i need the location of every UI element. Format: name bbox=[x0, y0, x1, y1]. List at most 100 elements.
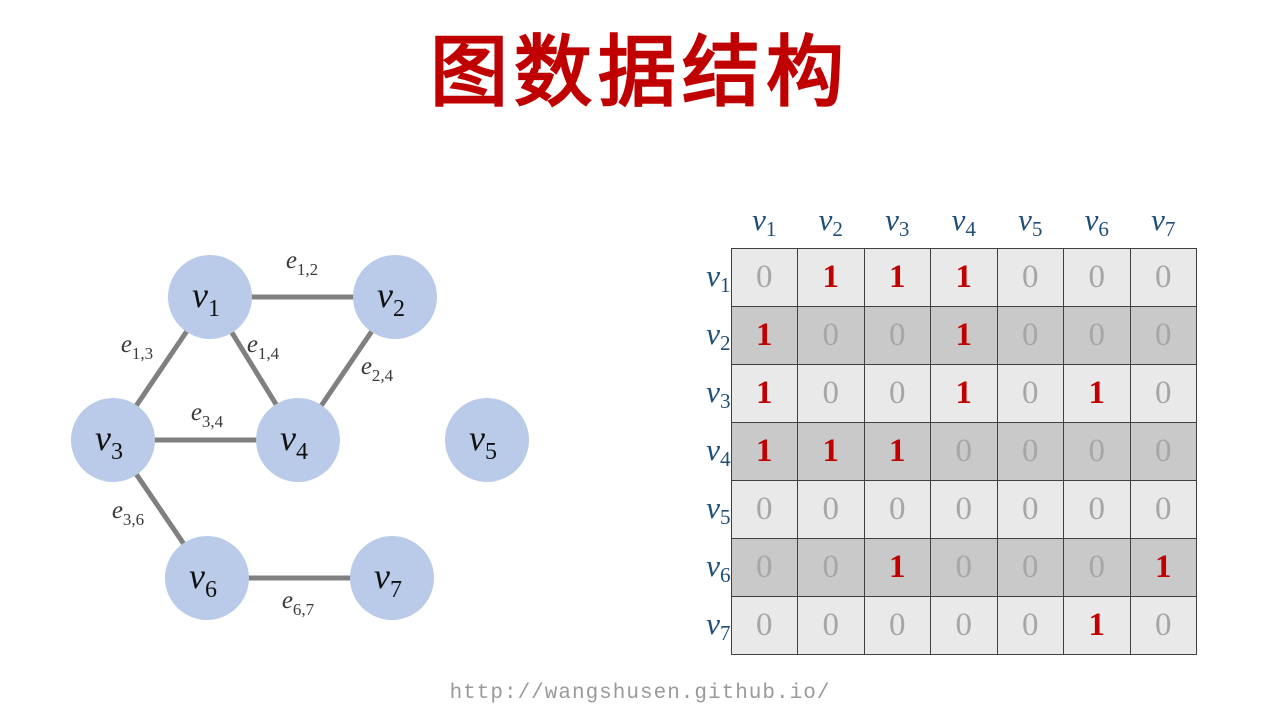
matrix-cell-3-7[interactable]: 0 bbox=[1129, 364, 1197, 423]
matrix-cell-1-7[interactable]: 0 bbox=[1129, 248, 1197, 307]
row-header-subscript: 6 bbox=[719, 562, 731, 587]
matrix-cell-4-4[interactable]: 0 bbox=[930, 422, 998, 481]
matrix-cell-2-6[interactable]: 0 bbox=[1063, 306, 1131, 365]
graph-edge-e36 bbox=[133, 471, 187, 547]
col-header-base: v bbox=[752, 202, 766, 238]
matrix-cell-1-6[interactable]: 0 bbox=[1063, 248, 1131, 307]
matrix-cell-6-3[interactable]: 1 bbox=[863, 538, 931, 597]
matrix-cell-5-4[interactable]: 0 bbox=[930, 480, 998, 539]
graph-node-v7[interactable] bbox=[350, 536, 434, 620]
matrix-cell-2-2[interactable]: 0 bbox=[797, 306, 865, 365]
matrix-cell-7-6[interactable]: 1 bbox=[1063, 596, 1131, 655]
edge-label-e14: e1,4 bbox=[247, 331, 280, 363]
col-header-base: v bbox=[1084, 202, 1099, 238]
row-header-subscript: 7 bbox=[719, 620, 731, 645]
matrix-cell-3-1[interactable]: 1 bbox=[730, 364, 798, 423]
row-header-subscript: 1 bbox=[719, 272, 731, 297]
matrix-cell-1-2[interactable]: 1 bbox=[797, 248, 865, 307]
graph-node-v1[interactable] bbox=[168, 255, 252, 339]
matrix-cell-4-7[interactable]: 0 bbox=[1129, 422, 1197, 481]
matrix-cell-5-6[interactable]: 0 bbox=[1063, 480, 1131, 539]
matrix-cell-5-2[interactable]: 0 bbox=[797, 480, 865, 539]
row-header-base: v bbox=[706, 373, 720, 409]
graph-node-v6[interactable] bbox=[165, 536, 249, 620]
matrix-cell-6-4[interactable]: 0 bbox=[930, 538, 998, 597]
matrix-cell-5-7[interactable]: 0 bbox=[1129, 480, 1197, 539]
graph-node-v5[interactable] bbox=[445, 398, 529, 482]
row-header-subscript: 2 bbox=[719, 330, 731, 355]
matrix-cell-3-4[interactable]: 1 bbox=[930, 364, 998, 423]
matrix-cell-4-3[interactable]: 1 bbox=[863, 422, 931, 481]
matrix-row-header-2: v2 bbox=[660, 307, 731, 365]
matrix-cell-3-6[interactable]: 1 bbox=[1063, 364, 1131, 423]
page-title: 图数据结构 bbox=[429, 27, 850, 118]
matrix-col-header-7: v7 bbox=[1130, 196, 1197, 249]
col-header-subscript: 5 bbox=[1031, 216, 1043, 241]
matrix-cell-2-7[interactable]: 0 bbox=[1129, 306, 1197, 365]
matrix-cell-2-1[interactable]: 1 bbox=[730, 306, 798, 365]
edge-label-e34: e3,4 bbox=[191, 399, 224, 431]
matrix-row-header-6: v6 bbox=[660, 539, 731, 597]
matrix-cell-6-5[interactable]: 0 bbox=[996, 538, 1064, 597]
col-header-subscript: 3 bbox=[898, 216, 910, 241]
matrix-cell-6-7[interactable]: 1 bbox=[1129, 538, 1197, 597]
matrix-cell-1-4[interactable]: 1 bbox=[930, 248, 998, 307]
matrix-cell-1-1[interactable]: 0 bbox=[730, 248, 798, 307]
matrix-cell-7-3[interactable]: 0 bbox=[863, 596, 931, 655]
col-header-base: v bbox=[1018, 202, 1032, 238]
matrix-cell-7-4[interactable]: 0 bbox=[930, 596, 998, 655]
graph-node-v3[interactable] bbox=[71, 398, 155, 482]
graph-node-label-v1: v1 bbox=[192, 275, 220, 322]
matrix-row-header-1: v1 bbox=[660, 249, 731, 307]
matrix-cell-4-1[interactable]: 1 bbox=[730, 422, 798, 481]
matrix-cell-6-2[interactable]: 0 bbox=[797, 538, 865, 597]
matrix-cell-6-1[interactable]: 0 bbox=[730, 538, 798, 597]
matrix-cell-1-3[interactable]: 1 bbox=[863, 248, 931, 307]
matrix-corner-cell bbox=[660, 196, 731, 249]
col-header-subscript: 2 bbox=[832, 216, 843, 241]
matrix-cell-3-2[interactable]: 0 bbox=[797, 364, 865, 423]
col-header-base: v bbox=[951, 202, 966, 238]
matrix-col-header-1: v1 bbox=[731, 196, 798, 249]
matrix-cell-7-1[interactable]: 0 bbox=[730, 596, 798, 655]
matrix-cell-3-5[interactable]: 0 bbox=[996, 364, 1064, 423]
footer-url: http://wangshusen.github.io/ bbox=[449, 682, 831, 705]
graph-node-label-v6: v6 bbox=[189, 556, 217, 603]
graph-node-v4[interactable] bbox=[256, 398, 340, 482]
matrix-cell-5-1[interactable]: 0 bbox=[730, 480, 798, 539]
graph-edge-e13 bbox=[133, 328, 190, 409]
matrix-cell-3-3[interactable]: 0 bbox=[863, 364, 931, 423]
col-header-base: v bbox=[818, 202, 833, 238]
edge-layer bbox=[133, 294, 375, 581]
col-header-base: v bbox=[885, 202, 899, 238]
matrix-cell-4-2[interactable]: 1 bbox=[797, 422, 865, 481]
col-header-subscript: 1 bbox=[765, 216, 777, 241]
matrix-cell-7-2[interactable]: 0 bbox=[797, 596, 865, 655]
matrix-cell-4-6[interactable]: 0 bbox=[1063, 422, 1131, 481]
row-header-base: v bbox=[706, 489, 720, 525]
matrix-cell-2-5[interactable]: 0 bbox=[996, 306, 1064, 365]
graph-node-label-v7: v7 bbox=[374, 556, 402, 603]
matrix-cell-2-4[interactable]: 1 bbox=[930, 306, 998, 365]
graph-node-v2[interactable] bbox=[353, 255, 437, 339]
row-header-subscript: 4 bbox=[719, 446, 731, 471]
col-header-base: v bbox=[1151, 202, 1165, 238]
matrix-cell-2-3[interactable]: 0 bbox=[863, 306, 931, 365]
matrix-cell-7-7[interactable]: 0 bbox=[1129, 596, 1197, 655]
row-header-base: v bbox=[706, 547, 720, 583]
row-header-base: v bbox=[706, 257, 720, 293]
matrix-cell-4-5[interactable]: 0 bbox=[996, 422, 1064, 481]
col-header-subscript: 7 bbox=[1164, 216, 1176, 241]
matrix-cell-7-5[interactable]: 0 bbox=[996, 596, 1064, 655]
edge-label-e12: e1,2 bbox=[286, 247, 318, 279]
matrix-cell-5-5[interactable]: 0 bbox=[996, 480, 1064, 539]
matrix-cell-5-3[interactable]: 0 bbox=[863, 480, 931, 539]
matrix-cell-6-6[interactable]: 0 bbox=[1063, 538, 1131, 597]
matrix-cell-1-5[interactable]: 0 bbox=[996, 248, 1064, 307]
